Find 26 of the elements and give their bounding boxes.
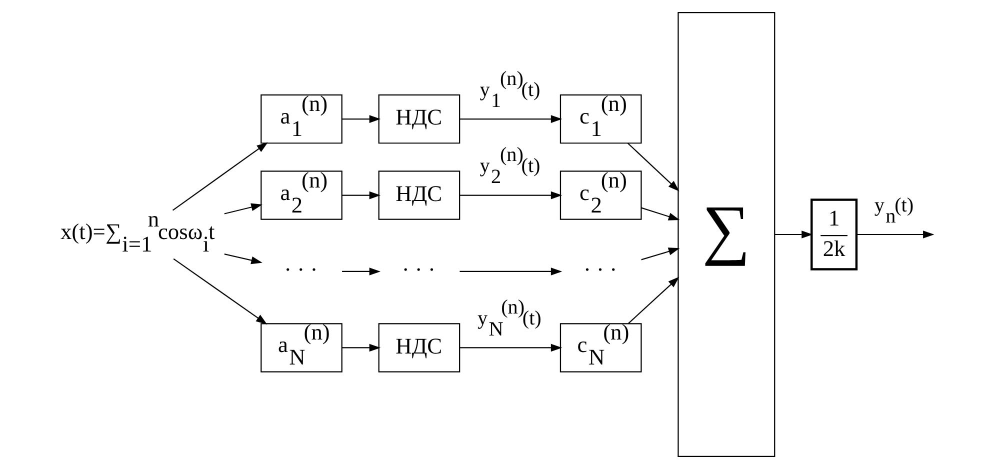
arrow	[459, 191, 562, 200]
arrow	[459, 344, 562, 352]
node-box: НДС	[378, 170, 460, 220]
arrow	[640, 248, 680, 260]
node-box: 1 2k	[810, 198, 858, 270]
arrow	[224, 254, 262, 264]
arrow	[459, 268, 562, 276]
node-text: · · ·	[401, 257, 435, 282]
node-box: НДС	[378, 94, 460, 144]
arrow	[459, 115, 562, 123]
arrow	[342, 115, 380, 123]
arrow	[172, 142, 268, 211]
arrow	[626, 142, 679, 192]
arrow	[628, 276, 679, 324]
arrow	[856, 230, 934, 238]
arrow	[172, 258, 267, 324]
arrow	[774, 230, 812, 238]
node-text: · · ·	[284, 257, 318, 282]
arrow	[640, 207, 680, 220]
node-box: НДС	[378, 323, 460, 372]
arrow	[342, 191, 380, 200]
arrow	[342, 344, 380, 352]
node-text: · · ·	[582, 257, 617, 282]
node-box: ∑	[677, 12, 775, 458]
arrow	[224, 203, 262, 214]
arrow	[342, 268, 380, 276]
